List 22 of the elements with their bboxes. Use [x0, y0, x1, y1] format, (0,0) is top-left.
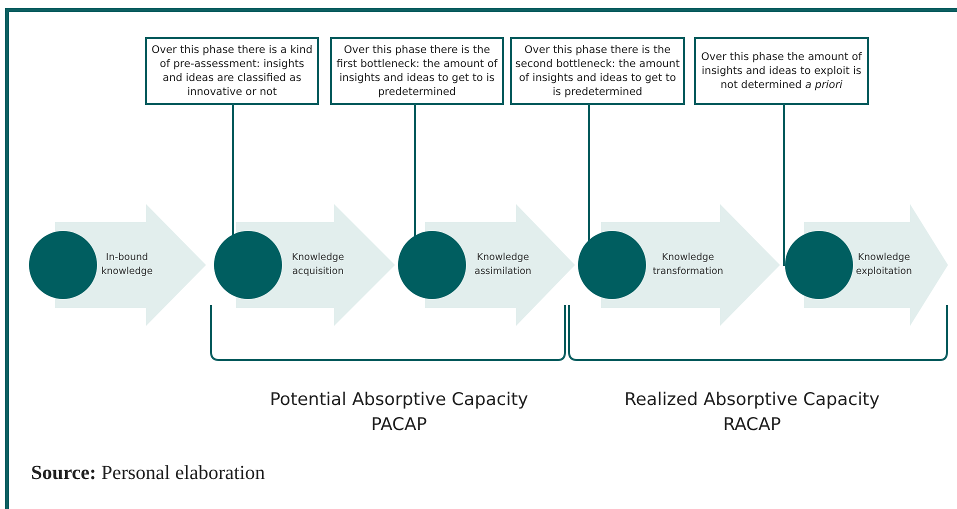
- leader-line: [588, 105, 590, 241]
- callout-box: [145, 37, 319, 105]
- capacity-label: RACAP: [723, 415, 781, 435]
- callout-box: [510, 37, 685, 105]
- leader-line: [783, 105, 785, 266]
- leader-line: [414, 105, 416, 237]
- callout-box: [694, 37, 869, 105]
- capacity-label: Realized Absorptive Capacity: [624, 390, 880, 410]
- stage-label: In-bound knowledge: [100, 251, 154, 279]
- stage-label: Knowledge assimilation: [474, 251, 532, 279]
- stage-label: Knowledge transformation: [652, 251, 724, 279]
- stage-label: Knowledge acquisition: [290, 251, 346, 279]
- callout-text: Over this phase there is the first bottleneck: the amount of insights and ideas to get to is predetermined: [336, 43, 499, 99]
- stage-label: Knowledge exploitation: [854, 251, 914, 279]
- capacity-label: Potential Absorptive Capacity: [270, 390, 528, 410]
- capacity-label: PACAP: [371, 415, 427, 435]
- callout-text: Over this phase there is a kind of pre-assessment: insights and ideas are classified as innovative or not: [150, 43, 314, 99]
- source-caption: Source: Personal elaboration: [31, 462, 266, 485]
- callout-text: Over this phase there is the second bottleneck: the amount of insights and ideas to get to is predetermined: [515, 43, 680, 99]
- leader-line: [232, 105, 234, 236]
- callout-box: [330, 37, 504, 105]
- callout-text: Over this phase the amount of insights and ideas to exploit is not determined a priori: [700, 50, 863, 92]
